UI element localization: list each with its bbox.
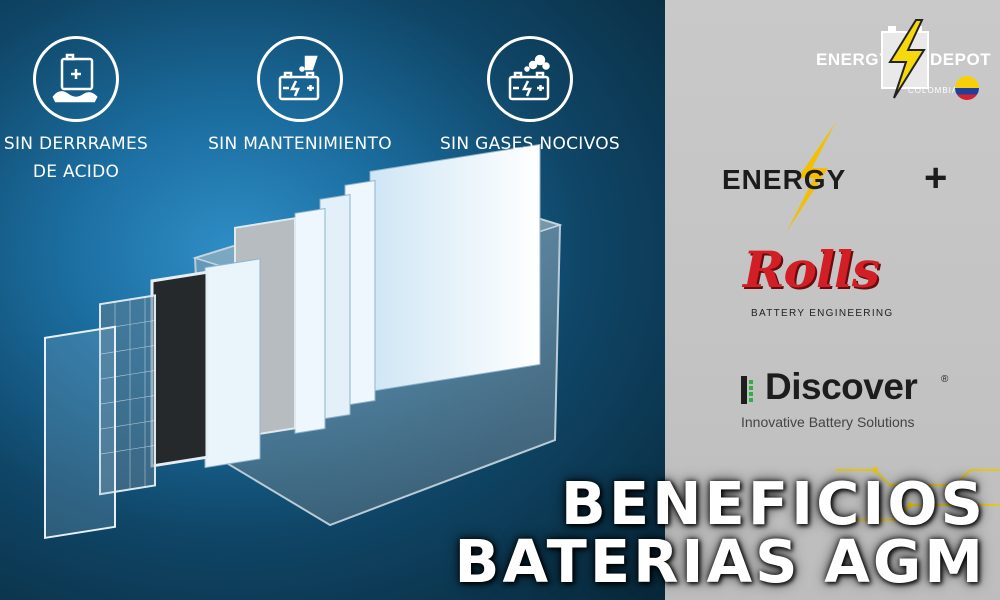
energy-plus-logo: ENERGY +	[718, 120, 968, 235]
energy-depot-country: COLOMBIA	[908, 86, 959, 95]
headline-line-1: BENEFICIOS	[560, 469, 986, 538]
agm-battery-cutaway-illustration	[44, 143, 563, 540]
energy-plus-symbol: +	[924, 156, 948, 200]
no-maintenance-battery-icon	[257, 36, 343, 122]
brand-panel	[665, 0, 1000, 600]
discover-word: Discover	[765, 366, 918, 407]
rolls-tagline: BATTERY ENGINEERING	[751, 308, 894, 319]
energy-depot-left-word: ENERGY	[816, 50, 891, 69]
energy-depot-logo: ENERGY DEPOT COLOMBIA	[812, 18, 991, 104]
discover-mark-icon	[741, 376, 753, 404]
lightning-battery-icon	[881, 19, 929, 99]
benefit-label: SIN GASES NOCIVOS	[439, 134, 621, 154]
discover-logo: Discover ® Innovative Battery Solutions	[735, 366, 965, 436]
rolls-word: Rolls	[743, 240, 880, 299]
lightning-bolt-icon	[786, 122, 836, 233]
energy-plus-word: ENERGY	[722, 164, 847, 195]
discover-registered-mark: ®	[941, 374, 949, 385]
benefit-label: SIN MANTENIMIENTO	[208, 134, 392, 154]
acid-spill-battery-icon	[33, 36, 119, 122]
no-gas-battery-icon	[487, 36, 573, 122]
benefit-no-acid-spill: SIN DERRRAMES DE ACIDO	[0, 36, 152, 186]
headline-line-2: BATERIAS AGM	[454, 527, 986, 596]
discover-tagline: Innovative Battery Solutions	[741, 414, 915, 430]
rolls-logo: Rolls BATTERY ENGINEERING	[735, 240, 935, 330]
benefit-no-toxic-gases: SIN GASES NOCIVOS	[430, 36, 630, 158]
colombia-flag-icon	[955, 76, 979, 100]
benefit-no-maintenance: SIN MANTENIMIENTO	[195, 36, 405, 158]
energy-depot-right-word: DEPOT	[930, 50, 992, 69]
product-visual-panel: SIN DERRRAMES DE ACIDO SIN MANTENIMIENTO	[0, 0, 665, 600]
benefit-label: SIN DERRRAMES DE ACIDO	[3, 134, 149, 182]
circuit-lines-decoration	[835, 467, 1000, 521]
